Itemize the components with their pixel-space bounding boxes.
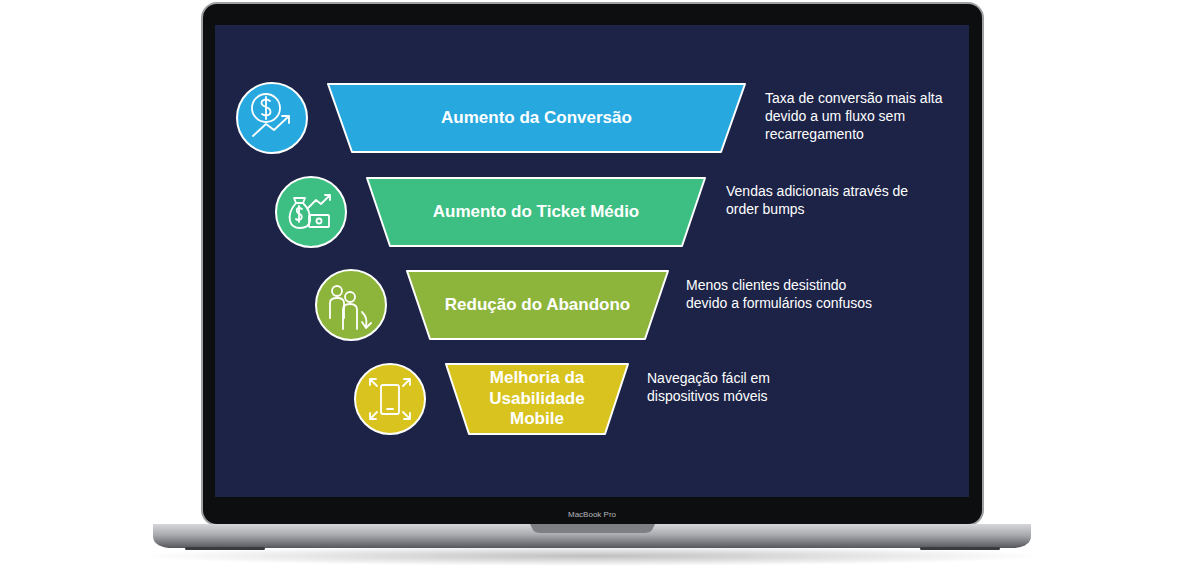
band-outline — [367, 178, 705, 246]
band-description: Vendas adicionais através de order bumps — [726, 182, 916, 218]
opening-notch — [530, 524, 655, 533]
laptop-foot — [920, 547, 1000, 550]
band-title: Redução do Abandono — [445, 295, 630, 315]
band-title: Aumento do Ticket Médio — [433, 202, 640, 222]
screen — [215, 25, 969, 497]
abandon-icon — [316, 270, 386, 340]
band-title: Melhoria da Usabilidade Mobile — [473, 368, 601, 429]
laptop-model: MacBook Pro — [552, 510, 632, 520]
band-outline — [446, 364, 628, 434]
conversion-icon — [237, 83, 307, 153]
band-text-wrap: Aumento da Conversão — [327, 83, 746, 153]
funnel-band: Aumento do Ticket Médio — [366, 177, 706, 247]
band-title: Aumento da Conversão — [441, 108, 632, 128]
band-text-wrap: Aumento do Ticket Médio — [366, 177, 706, 247]
band-text-wrap: Redução do Abandono — [406, 270, 669, 340]
band-description: Taxa de conversão mais alta devido a um … — [765, 89, 955, 143]
laptop-shadow — [142, 546, 1042, 566]
funnel-band: Aumento da Conversão — [327, 83, 746, 153]
band-outline — [407, 271, 668, 339]
band-outline — [328, 84, 745, 152]
band-text-wrap: Melhoria da Usabilidade Mobile — [445, 363, 629, 435]
funnel-band: Melhoria da Usabilidade Mobile — [445, 363, 629, 435]
mobile-icon — [355, 364, 425, 434]
screen-bezel — [203, 4, 982, 524]
laptop-foot — [185, 547, 265, 550]
funnel-band: Redução do Abandono — [406, 270, 669, 340]
laptop-base — [153, 524, 1031, 548]
ticket-icon — [276, 177, 346, 247]
band-description: Menos clientes desistindo devido a formu… — [686, 276, 876, 312]
lid-edge — [201, 2, 984, 526]
band-description: Navegação fácil em dispositivos móveis — [647, 369, 837, 405]
